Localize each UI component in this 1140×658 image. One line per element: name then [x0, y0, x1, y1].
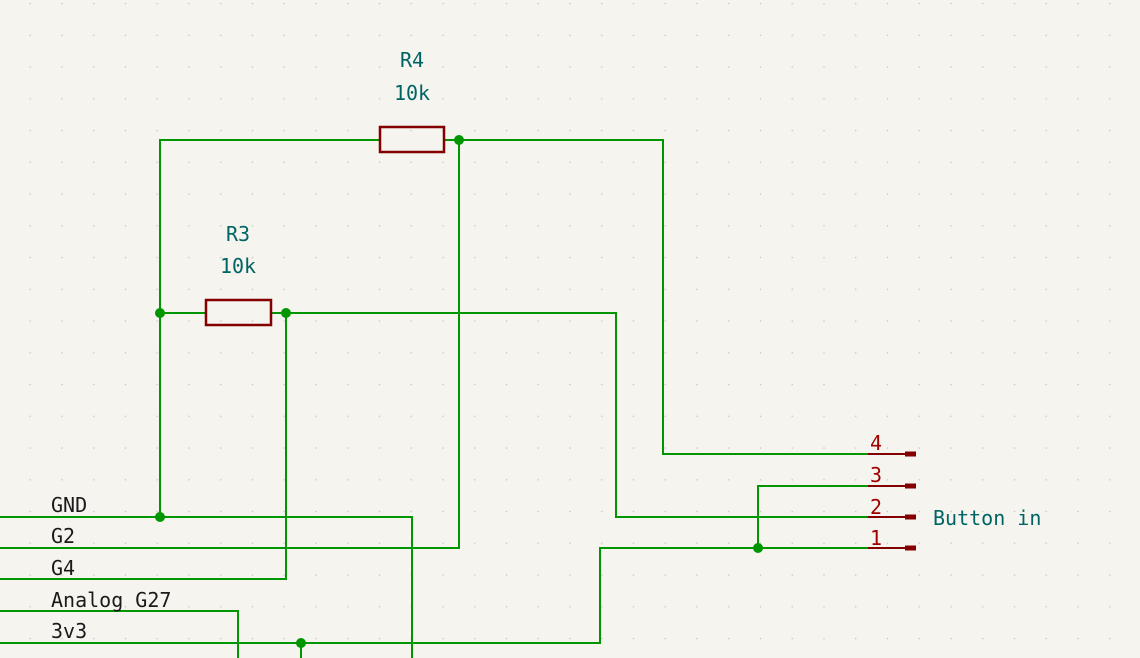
wire-r3-right-to-pin2[interactable]: [271, 312, 868, 518]
resistor-r4-body[interactable]: [378, 125, 446, 154]
wire-r3-to-g4[interactable]: [0, 313, 287, 580]
resistor-r3-body[interactable]: [204, 298, 273, 327]
resistor-r4-ref: R4: [400, 48, 424, 72]
pin-4-number: 4: [870, 431, 882, 455]
net-label-g2: G2: [51, 524, 75, 548]
wire-gnd[interactable]: [0, 516, 413, 658]
net-label-3v3: 3v3: [51, 619, 87, 643]
resistor-r3-ref: R3: [226, 222, 250, 246]
junction-dot: [296, 638, 306, 648]
resistor-r3-value: 10k: [220, 254, 256, 278]
net-label-gnd: GND: [51, 493, 87, 517]
wire-r4-to-g2[interactable]: [0, 140, 460, 549]
wire-pin3-to-pin1[interactable]: [757, 485, 868, 548]
junction-dot: [155, 308, 165, 318]
net-labels: GND G2 G4 Analog G27 3v3: [51, 493, 171, 643]
net-label-g4: G4: [51, 556, 75, 580]
pin-1-number: 1: [870, 526, 882, 550]
connector-name: Button in: [933, 506, 1041, 530]
junction-dot: [454, 135, 464, 145]
net-label-analog-g27: Analog G27: [51, 588, 171, 612]
junction-dot: [155, 512, 165, 522]
wire-r4-left[interactable]: [159, 139, 380, 517]
junction-dot: [281, 308, 291, 318]
junction-dot: [753, 543, 763, 553]
resistor-r4[interactable]: R4 10k: [378, 48, 446, 154]
pin-3-number: 3: [870, 463, 882, 487]
resistor-r3[interactable]: R3 10k: [204, 222, 273, 327]
pin-2-number: 2: [870, 495, 882, 519]
wire-r4-right-to-pin4[interactable]: [444, 139, 868, 455]
connector-button-in[interactable]: 4 3 2 1 Button in: [868, 431, 1041, 551]
wires: [0, 139, 868, 658]
junctions: [155, 135, 763, 648]
resistor-r4-value: 10k: [394, 81, 430, 105]
